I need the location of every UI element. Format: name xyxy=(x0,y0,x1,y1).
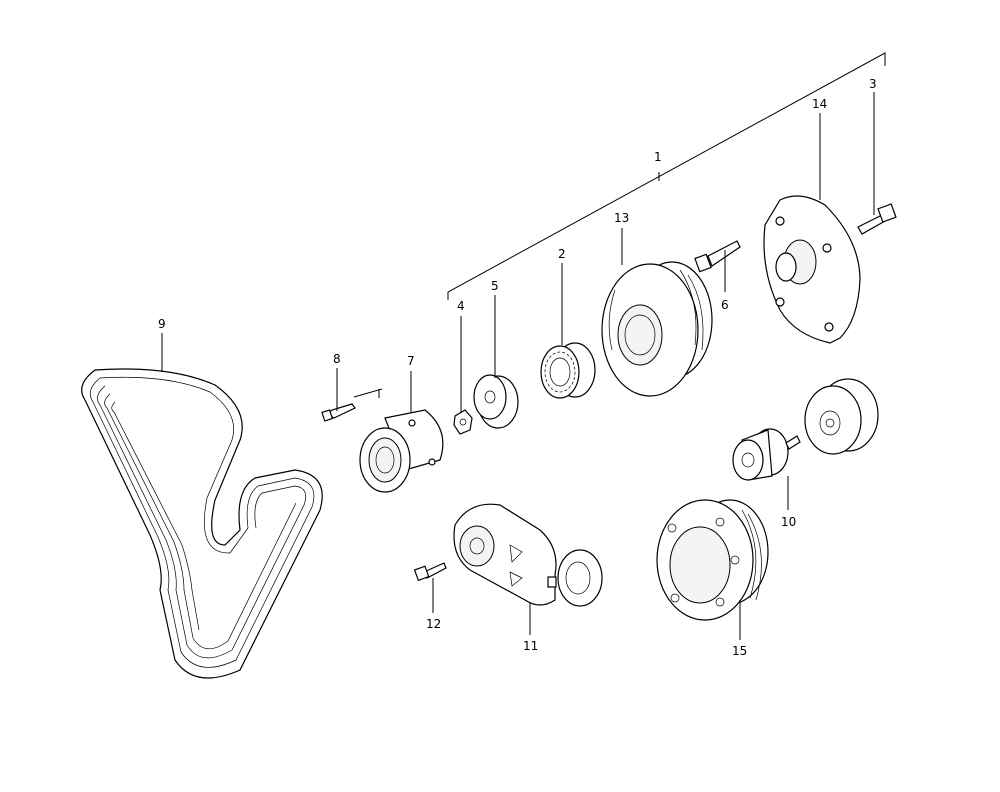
idler-pulley xyxy=(804,378,879,455)
callout-5: 5 xyxy=(491,279,499,293)
callout-3: 3 xyxy=(869,77,877,91)
bracket-pulley-7 xyxy=(353,388,444,493)
serpentine-belt xyxy=(81,368,323,679)
roller-10 xyxy=(732,428,801,481)
mounting-plate-14 xyxy=(763,195,861,344)
callout-9: 9 xyxy=(158,317,166,331)
callout-2: 2 xyxy=(558,247,566,261)
callout-4: 4 xyxy=(457,299,465,313)
callout-6: 6 xyxy=(721,298,729,312)
callout-15: 15 xyxy=(732,644,747,658)
callout-1: 1 xyxy=(654,150,662,164)
spacer-5 xyxy=(473,374,519,429)
assembly-bracket-1 xyxy=(447,52,886,300)
callout-13: 13 xyxy=(614,211,629,225)
leader-lines xyxy=(161,92,875,640)
callout-7: 7 xyxy=(407,354,415,368)
callout-14: 14 xyxy=(812,97,827,111)
tensioner-arm-11 xyxy=(453,503,603,607)
callout-10: 10 xyxy=(781,515,796,529)
damper-pulley-15 xyxy=(656,499,769,621)
bolt-12 xyxy=(413,562,447,582)
callout-8: 8 xyxy=(333,352,341,366)
callout-labels: 1 2 3 4 5 6 7 8 9 10 11 12 13 14 15 xyxy=(158,77,877,658)
bolt-8 xyxy=(321,403,356,422)
bolt-6 xyxy=(694,240,741,273)
bolt-3 xyxy=(857,203,897,235)
bearing-2 xyxy=(540,342,596,399)
nut-4 xyxy=(453,409,473,435)
callout-12: 12 xyxy=(426,617,441,631)
callout-11: 11 xyxy=(523,639,538,653)
grooved-pulley-13 xyxy=(601,261,713,397)
